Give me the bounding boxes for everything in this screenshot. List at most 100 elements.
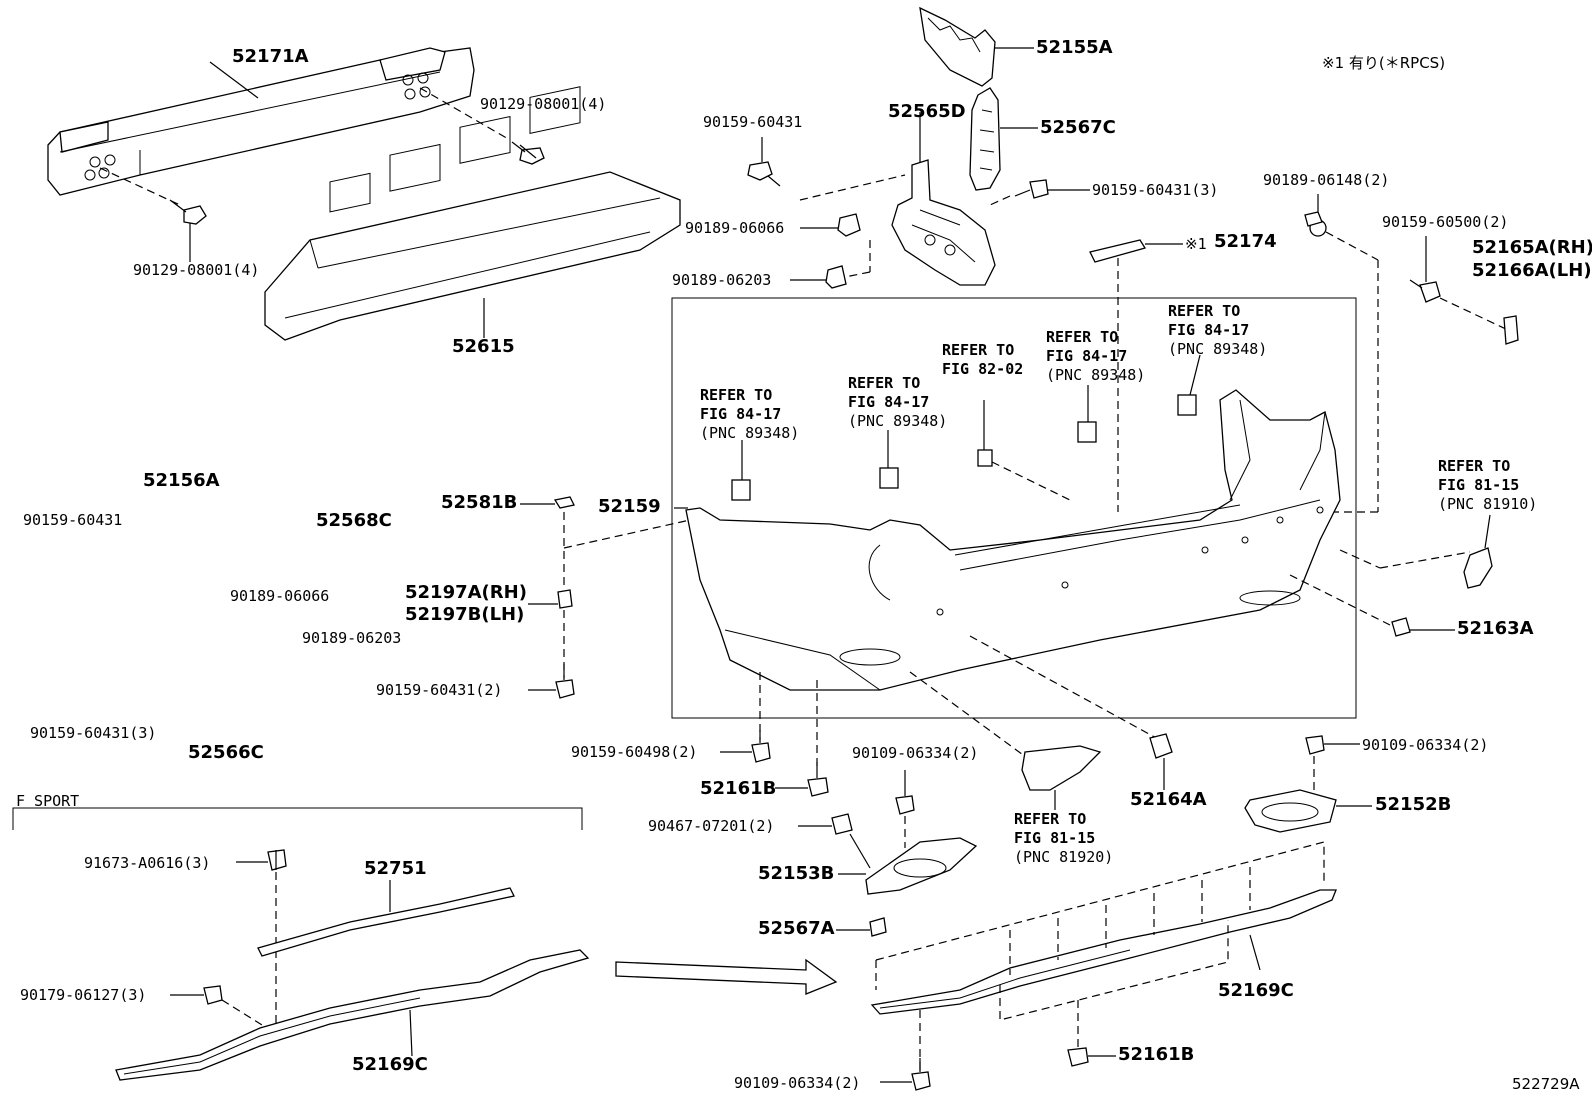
bumper-cover-52159 xyxy=(685,389,1341,691)
part-label-52567A: 52567A xyxy=(758,918,835,939)
part-label-90109-06334-c: 90109-06334(2) xyxy=(734,1074,861,1092)
cover-52174 xyxy=(1089,239,1147,263)
bolt-90129-top-icon xyxy=(511,141,545,165)
part-label-90467: 90467-07201(2) xyxy=(648,817,775,835)
arrow-right-icon xyxy=(615,958,838,995)
garnish-52751 xyxy=(257,887,515,957)
part-label-90189-06203-b: 90189-06203 xyxy=(302,629,402,647)
part-label-90129-bottom: 90129-08001(4) xyxy=(133,261,260,279)
part-label-52565D: 52565D xyxy=(888,101,966,122)
clip-ref-4-icon xyxy=(1077,421,1097,443)
bolt-90109-06334-a-icon xyxy=(895,782,915,815)
part-label-52161B-a: 52161B xyxy=(700,778,777,799)
bolt-90159-60431-3a-icon xyxy=(1014,179,1049,199)
clip-90189-06148-icon xyxy=(1304,211,1327,237)
part-label-90159-60431-a: 90159-60431 xyxy=(703,113,803,131)
part-label-90189-06066-b: 90189-06066 xyxy=(230,587,330,605)
part-label-52165A: 52165A(RH) xyxy=(1472,237,1592,258)
part-label-52568C: 52568C xyxy=(316,510,392,531)
part-label-90109-06334-a: 90109-06334(2) xyxy=(852,744,979,762)
part-label-90109-06334-b: 90109-06334(2) xyxy=(1362,736,1489,754)
part-label-52155A: 52155A xyxy=(1036,37,1113,58)
part-label-52567C: 52567C xyxy=(1040,117,1116,138)
reinforcement-52171A xyxy=(47,47,475,196)
bracket-52155A xyxy=(919,6,996,87)
part-label-52166A: 52166A(LH) xyxy=(1472,260,1592,281)
screw-90467-07201-icon xyxy=(831,813,853,835)
clip-ref-2-icon xyxy=(879,467,899,489)
part-label-90159-60500: 90159-60500(2) xyxy=(1382,213,1509,231)
part-label-52169C-fsport: 52169C xyxy=(352,1054,428,1075)
clip-ref-5-icon xyxy=(1177,394,1197,416)
pad-52567A-icon xyxy=(869,917,887,937)
part-label-52152B: 52152B xyxy=(1375,794,1452,815)
garnish-52165A-icon xyxy=(1503,315,1519,345)
part-label-52197B: 52197B(LH) xyxy=(405,604,525,625)
bolt-90129-bottom-icon xyxy=(169,199,207,225)
clip-90189-06203-a-icon xyxy=(825,265,847,289)
clip-90189-06066-a-icon xyxy=(837,213,861,237)
part-label-52615: 52615 xyxy=(452,336,515,357)
part-label-52163A: 52163A xyxy=(1457,618,1534,639)
spoiler-52169C-right xyxy=(870,889,1337,1015)
part-label-52156A: 52156A xyxy=(143,470,220,491)
pad-52581B-icon xyxy=(553,496,575,509)
finisher-52152B-icon xyxy=(1244,789,1337,833)
cover-52164A-icon xyxy=(1149,733,1173,759)
clip-ref-3-icon xyxy=(977,449,993,467)
part-label-90159-60431-b: 90159-60431 xyxy=(23,511,123,529)
part-label-52751: 52751 xyxy=(364,858,427,879)
part-label-90159-60431-2: 90159-60431(2) xyxy=(376,681,503,699)
retainer-52565D xyxy=(891,159,996,286)
part-label-52169C-right: 52169C xyxy=(1218,980,1294,1001)
bolt-90109-06334-b-icon xyxy=(1305,735,1325,755)
f-sport-bracket xyxy=(12,807,583,830)
part-label-90129-top: 90129-08001(4) xyxy=(480,95,607,113)
cover-52163A-icon xyxy=(1391,617,1411,637)
part-label-90189-06148: 90189-06148(2) xyxy=(1263,171,1390,189)
part-label-52159: 52159 xyxy=(598,496,661,517)
part-label-91673: 91673-A0616(3) xyxy=(84,854,211,872)
bolt-90109-06334-c-icon xyxy=(911,1058,931,1091)
nut-90179-icon xyxy=(203,985,223,1005)
part-label-90159-60498: 90159-60498(2) xyxy=(571,743,698,761)
part-label-90179: 90179-06127(3) xyxy=(20,986,147,1004)
part-label-52171A: 52171A xyxy=(232,46,309,67)
part-label-52197A: 52197A(RH) xyxy=(405,582,527,603)
part-label-52174-mark: ※1 xyxy=(1185,235,1207,253)
reflector-81920-icon xyxy=(1021,745,1102,791)
image-id: 522729A xyxy=(1512,1075,1580,1093)
clip-52161B-a-icon xyxy=(807,762,829,797)
part-label-52153B: 52153B xyxy=(758,863,835,884)
absorber-52615 xyxy=(264,86,681,341)
spoiler-52169C-fsport xyxy=(115,949,590,1081)
part-label-52581B: 52581B xyxy=(441,492,518,513)
part-label-52174: 52174 xyxy=(1214,231,1277,252)
part-label-90159-60431-3a: 90159-60431(3) xyxy=(1092,181,1219,199)
rpcs-note: ※1 有り(＊RPCS) xyxy=(1322,54,1446,72)
bumper-frame-box xyxy=(671,297,1357,719)
part-label-52164A: 52164A xyxy=(1130,789,1207,810)
finisher-52153B-icon xyxy=(865,837,978,895)
bolt-90159-60431-2-icon xyxy=(555,664,575,699)
clip-ref-1-icon xyxy=(731,479,751,501)
bolt-90159-60500-icon xyxy=(1409,279,1441,303)
part-label-90189-06066-a: 90189-06066 xyxy=(685,219,785,237)
part-label-52566C: 52566C xyxy=(188,742,264,763)
clip-52197A-icon xyxy=(557,589,573,609)
f-sport-label: F SPORT xyxy=(16,792,80,810)
bolt-91673-icon xyxy=(267,849,287,871)
part-label-90189-06203-a: 90189-06203 xyxy=(672,271,772,289)
bolt-90159-60431-a-icon xyxy=(747,161,781,187)
part-label-90159-60431-3b: 90159-60431(3) xyxy=(30,724,157,742)
part-label-52161B-b: 52161B xyxy=(1118,1044,1195,1065)
bolt-90159-60498-icon xyxy=(751,730,771,763)
